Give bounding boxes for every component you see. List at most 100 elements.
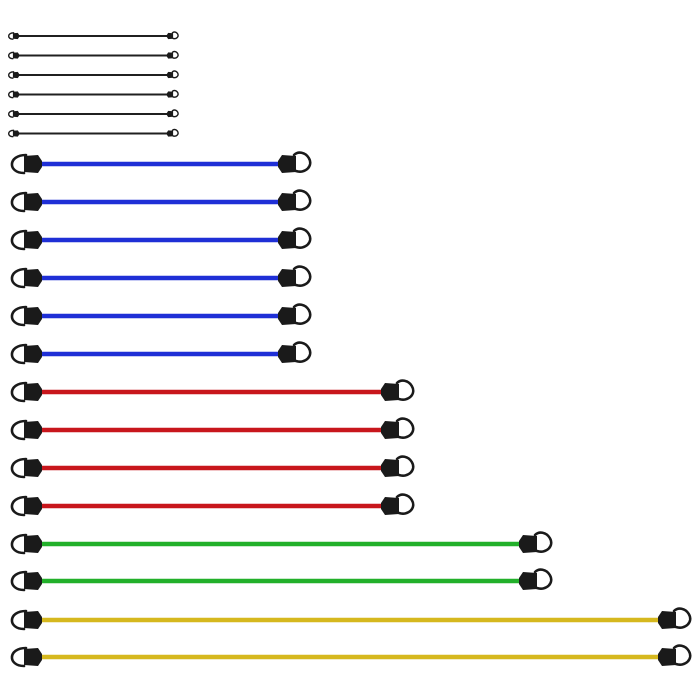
left-hook-icon: [7, 32, 15, 40]
left-cap-icon: [24, 572, 42, 590]
left-cap-icon: [24, 648, 42, 666]
right-hook-icon: [395, 493, 415, 515]
yellow-cord-2: [10, 644, 692, 668]
left-cap-icon: [24, 421, 42, 439]
right-hook-icon: [292, 227, 312, 249]
left-cap-icon: [24, 611, 42, 629]
left-cap-icon: [12, 32, 20, 40]
right-cap-icon: [381, 421, 399, 439]
red-cord-3: [10, 455, 415, 479]
right-cap-icon: [519, 535, 537, 553]
left-hook-icon: [10, 609, 28, 631]
blue-cord-6: [10, 341, 312, 365]
right-hook-icon: [171, 50, 179, 59]
left-hook-icon: [7, 51, 15, 60]
blue-cord-1: [10, 151, 312, 175]
mini-black-cord-5: [7, 109, 179, 118]
right-hook-icon: [292, 189, 312, 211]
right-hook-icon: [171, 109, 179, 118]
mini-black-cord-3: [7, 70, 179, 79]
left-hook-icon: [7, 71, 15, 79]
left-cap-icon: [24, 345, 42, 363]
mini-black-cord-4: [7, 89, 179, 99]
left-hook-icon: [7, 90, 15, 99]
mini-black-cord-2: [7, 50, 179, 60]
right-hook-icon: [171, 31, 179, 40]
right-hook-icon: [395, 455, 415, 477]
left-cap-icon: [24, 307, 42, 325]
right-cap-icon: [278, 307, 296, 325]
right-cap-icon: [278, 269, 296, 287]
left-hook-icon: [10, 191, 28, 213]
right-cap-icon: [278, 345, 296, 363]
left-cap-icon: [24, 269, 42, 287]
right-hook-icon: [395, 417, 415, 439]
right-cap-icon: [278, 231, 296, 249]
right-hook-icon: [672, 607, 692, 629]
right-hook-icon: [292, 151, 312, 173]
left-cap-icon: [24, 535, 42, 553]
left-cap-icon: [12, 52, 20, 59]
left-hook-icon: [10, 343, 28, 365]
right-hook-icon: [395, 379, 415, 401]
left-hook-icon: [10, 495, 28, 517]
left-hook-icon: [7, 110, 15, 118]
left-cap-icon: [12, 130, 20, 137]
left-hook-icon: [10, 305, 28, 327]
blue-cord-5: [10, 303, 312, 327]
green-cord-2: [10, 568, 553, 592]
right-cap-icon: [166, 91, 174, 98]
right-cap-icon: [658, 611, 676, 629]
red-cord-4: [10, 493, 415, 517]
left-cap-icon: [24, 193, 42, 211]
right-hook-icon: [292, 303, 312, 325]
left-cap-icon: [24, 383, 42, 401]
right-cap-icon: [166, 32, 174, 40]
right-cap-icon: [166, 130, 174, 137]
right-cap-icon: [166, 71, 174, 79]
mini-black-cord-6: [7, 128, 179, 138]
right-hook-icon: [171, 128, 179, 137]
right-cap-icon: [278, 155, 296, 173]
red-cord-2: [10, 417, 415, 441]
right-cap-icon: [381, 459, 399, 477]
left-hook-icon: [10, 533, 28, 555]
left-hook-icon: [10, 267, 28, 289]
right-cap-icon: [166, 52, 174, 59]
right-hook-icon: [171, 70, 179, 79]
yellow-cord-1: [10, 607, 692, 631]
green-cord-1: [10, 531, 553, 555]
right-cap-icon: [658, 648, 676, 666]
left-hook-icon: [10, 229, 28, 251]
mini-black-cord-1: [7, 31, 179, 40]
blue-cord-2: [10, 189, 312, 213]
red-cord-1: [10, 379, 415, 403]
right-hook-icon: [533, 568, 553, 590]
left-hook-icon: [10, 381, 28, 403]
blue-cord-4: [10, 265, 312, 289]
left-hook-icon: [10, 646, 28, 668]
blue-cord-3: [10, 227, 312, 251]
right-cap-icon: [166, 110, 174, 118]
right-cap-icon: [381, 497, 399, 515]
right-cap-icon: [519, 572, 537, 590]
left-hook-icon: [10, 457, 28, 479]
left-cap-icon: [24, 459, 42, 477]
right-cap-icon: [381, 383, 399, 401]
left-cap-icon: [24, 231, 42, 249]
left-cap-icon: [24, 497, 42, 515]
left-hook-icon: [10, 570, 28, 592]
left-cap-icon: [24, 155, 42, 173]
left-cap-icon: [12, 91, 20, 98]
left-cap-icon: [12, 110, 20, 118]
right-hook-icon: [292, 265, 312, 287]
right-hook-icon: [171, 89, 179, 98]
left-hook-icon: [7, 129, 15, 138]
left-cap-icon: [12, 71, 20, 79]
left-hook-icon: [10, 153, 28, 175]
right-hook-icon: [292, 341, 312, 363]
left-hook-icon: [10, 419, 28, 441]
right-hook-icon: [672, 644, 692, 666]
